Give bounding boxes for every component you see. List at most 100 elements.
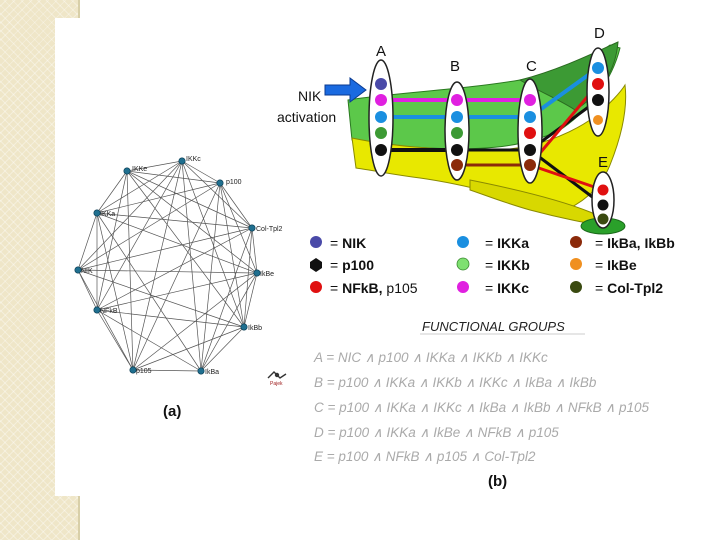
group-dots [375,62,609,225]
graph-edge [96,170,128,311]
equation-a: A = NIC ∧ p100 ∧ IKKa ∧ IKKb ∧ IKKc [313,350,548,365]
graph-node-p105 [129,366,137,374]
legend-eq: = [485,257,493,273]
graph-edge [181,160,245,328]
graph-edge [200,182,221,372]
legend-item-coltpl2: = Col-Tpl2 [570,280,663,296]
graph-edge [96,212,134,371]
graph-node-p100 [216,179,224,187]
legend-text-p100: p100 [342,257,374,273]
panel-b-label: (b) [488,473,507,490]
graph-node-label-coltpl2: Col-Tpl2 [256,226,283,233]
graph-node-ikke [123,167,131,175]
graph-node-ikba [197,367,205,375]
graph-edge [219,182,258,274]
graph-node-label-p100: p100 [226,179,242,186]
legend-item-ikbe: = IkBe [570,257,637,273]
pajek-logo: Pajek [267,371,287,387]
graph-node-label-ikke: IKKe [132,166,147,173]
nik-activation-arrow [324,77,367,103]
graph-edge [200,326,245,372]
legend-item-nfkb: = NFkB, p105 [310,280,418,296]
nik-label: NIK [298,88,322,104]
graph-edge [77,212,98,271]
graph-edge [126,170,245,328]
graph-edge [96,272,258,311]
graph-node-label-ikka: IKKa [100,211,115,218]
svg-text:= NFkB, p105: = NFkB, p105 [330,280,418,296]
legend-text-ikkc: IKKc [497,280,529,296]
graph-node-coltpl2 [248,224,256,232]
panel-a-background [55,18,315,496]
graph-edge [132,369,202,372]
svg-text:= IkBa, IkBb: = IkBa, IkBb [595,235,675,251]
graph-node-ikka [93,209,101,217]
legend-text-bb: Bb [656,235,675,251]
graph-node-nfkb [93,306,101,314]
legend-item-nik: = NIK [310,235,366,251]
legend-item-ikba-ikbb: = IkBa, IkBb [570,235,675,251]
graph-edge [132,182,221,371]
equation-e: E = p100 ∧ NFkB ∧ p105 ∧ Col-Tpl2 [314,449,536,464]
legend-item-ikka: = IKKa [457,235,529,251]
legend-eq: = [595,280,603,296]
graph-node-label-nfkb: NFkB [100,308,118,315]
graph-node-label-p105: p105 [136,368,152,375]
legend-text-nik: NIK [342,235,366,251]
graph-edge [96,170,128,214]
legend-text-ba: Ba, Ik [619,235,657,251]
legend: = NIK = p100 = NFkB, p105 = IKKa = IKKb … [310,235,675,296]
graph-edge [96,212,258,274]
group-label-e: E [598,154,608,171]
graph-edge [77,269,258,274]
graph-edge [77,269,245,328]
equation-b: B = p100 ∧ IKKa ∧ IKKb ∧ IKKc ∧ IkBa ∧ I… [314,375,597,390]
graph-edge [77,182,221,271]
graph-edge [219,182,245,328]
graph-edge [132,160,183,371]
svg-text:= IkBe: = IkBe [595,257,637,273]
graph-edge [181,160,221,184]
svg-text:= IKKc: = IKKc [485,280,529,296]
graph-edge [77,269,134,371]
svg-text:= p100: = p100 [330,257,374,273]
graph-node-label-ikkc: IKKc [186,156,201,163]
graph-edge [126,160,183,172]
graph-node-label-ikbb: IkBb [248,325,262,332]
graph-edge [96,309,134,371]
graph-edge [243,227,253,328]
graph-edge [96,182,221,214]
graph-edge [181,160,253,229]
graph-edge [77,227,253,271]
graph-edge [181,160,202,372]
graph-edges [77,160,258,372]
group-label-a: A [376,43,386,60]
legend-text-coltpl2: Col-Tpl2 [607,280,663,296]
legend-text-nfkb: NFkB, [342,280,382,296]
legend-item-ikkb: = IKKb [456,257,530,273]
graph-node-label-ikba: IkBa [205,369,219,376]
graph-edge [77,160,183,271]
equation-d: D = p100 ∧ IKKa ∧ IkBe ∧ NFkB ∧ p105 [314,425,559,440]
graph-edge [132,326,245,371]
legend-eq: = [330,235,338,251]
legend-eq: = [595,257,603,273]
graph-edge [126,170,253,229]
graph-node-ikkc [178,157,186,165]
graph-edge [251,227,258,274]
graph-edge [200,227,253,372]
graph-edge [77,269,98,311]
graph-node-label-nik: NIK [81,268,93,275]
graph-edge [243,272,258,328]
legend-text-ik: Ik [607,235,619,251]
group-label-d: D [594,25,605,42]
svg-text:= NIK: = NIK [330,235,366,251]
graph-edge [126,170,221,184]
legend-eq: = [330,257,338,273]
svg-text:= Col-Tpl2: = Col-Tpl2 [595,280,663,296]
legend-eq: = [485,235,493,251]
legend-text-p105: p105 [383,280,418,296]
graph-edge [96,309,202,372]
